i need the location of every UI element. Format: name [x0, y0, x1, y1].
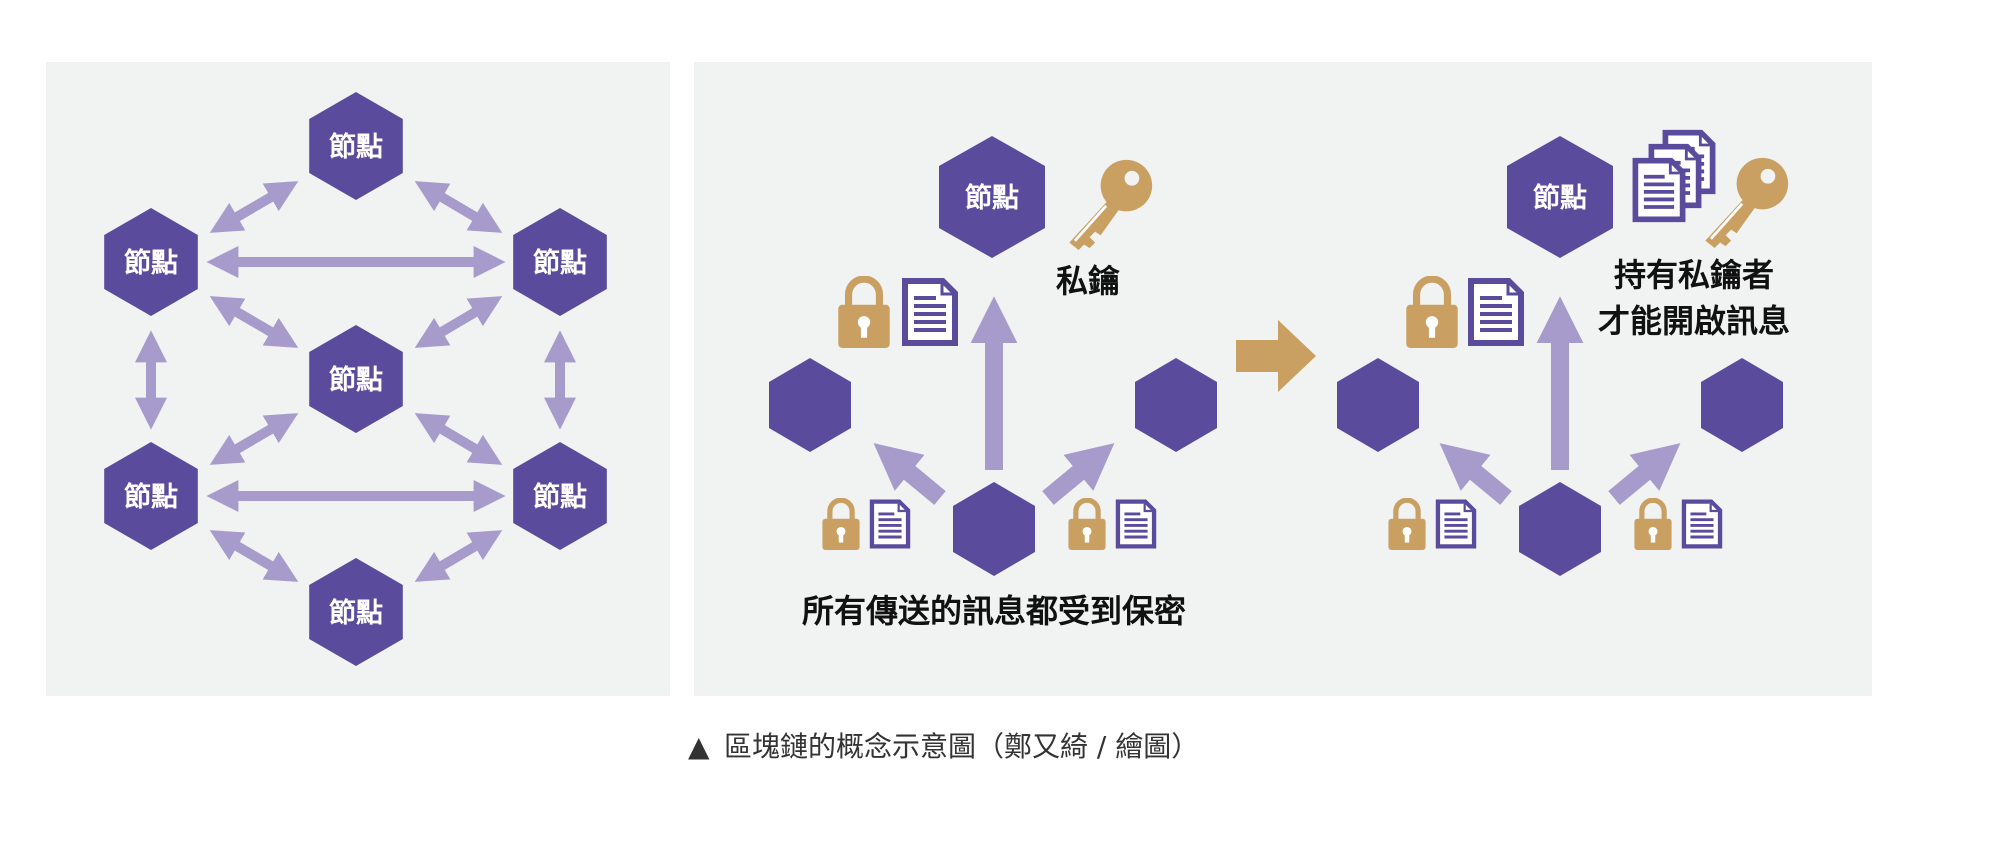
key-holder-label-line1: 持有私鑰者: [1614, 256, 1774, 294]
arrow-center-to-lower-left: [209, 413, 299, 465]
after-top-node-label: 節點: [1533, 182, 1587, 214]
document-icon: [900, 276, 960, 348]
arrow-lower-right-to-bottom: [414, 530, 503, 582]
node-hexagon: [1337, 358, 1419, 452]
node-upper-right-hexagon: [513, 208, 607, 316]
node-lower-right-label: 節點: [533, 481, 587, 513]
node-bottom-hexagon: [309, 558, 403, 666]
arrow-to-right-node: [1042, 443, 1115, 505]
key-holder-label-line2: 才能開啟訊息: [1598, 302, 1790, 340]
arrow-to-right-node: [1608, 443, 1681, 505]
after-scene: 節點 持有私鑰者 才能開啟訊息: [1337, 128, 1790, 576]
node-upper-right-label: 節點: [533, 247, 587, 279]
before-scene: 節點 私鑰 所有傳送的訊息都受到保密: [769, 136, 1217, 630]
node-upper-left-hexagon: [104, 208, 198, 316]
node-center-hexagon: [309, 325, 403, 433]
node-center-label: 節點: [329, 364, 383, 396]
caption-text: 區塊鏈的概念示意圖（鄭又綺 / 繪圖）: [724, 730, 1199, 763]
private-key-label: 私鑰: [1056, 262, 1120, 300]
node-upper-left-label: 節點: [124, 247, 178, 279]
node-bottom-label: 節點: [329, 597, 383, 629]
node-lower-right-hexagon: [513, 442, 607, 550]
arrow-top-to-upper-left: [209, 181, 299, 233]
left-network-arrows: [134, 181, 577, 582]
arrow-center-to-lower-right: [414, 413, 503, 465]
node-top-hexagon: [309, 92, 403, 200]
arrow-upper-left-to-center: [209, 296, 299, 348]
arrow-top-to-upper-right: [414, 181, 503, 233]
caption-marker: ▲: [688, 730, 710, 763]
document-icon: [1466, 276, 1526, 348]
node-hexagon: [939, 136, 1045, 258]
node-hexagon: [1507, 136, 1613, 258]
node-lower-left-hexagon: [104, 442, 198, 550]
node-hexagon: [1519, 482, 1601, 576]
node-top-label: 節點: [329, 131, 383, 163]
messages-confidential-label: 所有傳送的訊息都受到保密: [802, 592, 1186, 630]
document-stack-icon: [1630, 156, 1688, 224]
node-hexagon: [1701, 358, 1783, 452]
node-hexagon: [953, 482, 1035, 576]
document-icon: [1114, 498, 1158, 550]
left-network-nodes: 節點節點節點節點節點節點節點: [104, 92, 607, 666]
arrow-to-left-node: [873, 443, 946, 505]
arrow-lower-left-to-bottom: [209, 530, 299, 582]
node-hexagon: [1135, 358, 1217, 452]
before-top-node-label: 節點: [965, 182, 1019, 214]
node-lower-left-label: 節點: [124, 481, 178, 513]
transition-arrow: [1236, 320, 1316, 392]
arrow-upper-right-to-center: [414, 296, 503, 348]
arrow-to-left-node: [1439, 443, 1512, 505]
document-icon: [868, 498, 912, 550]
document-icon: [1680, 498, 1724, 550]
node-hexagon: [769, 358, 851, 452]
document-icon: [1434, 498, 1478, 550]
